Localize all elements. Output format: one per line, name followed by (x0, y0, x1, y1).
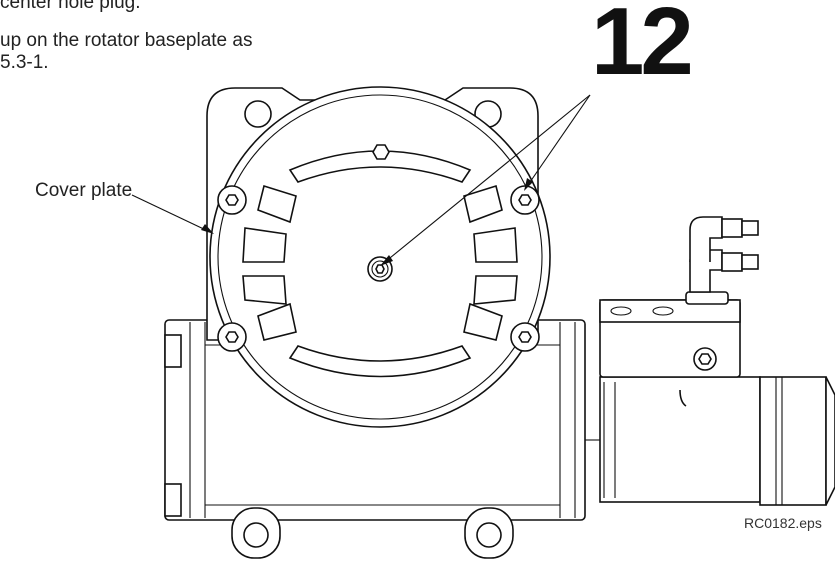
instruction-text-line-3: 5.3-1. (0, 52, 49, 73)
cover-plate (209, 86, 551, 428)
instruction-text-line-1: center hole plug. (0, 0, 141, 13)
hydraulic-manifold (599, 216, 759, 378)
leader-lines (131, 94, 591, 266)
instruction-text-line-2: up on the rotator baseplate as (0, 30, 253, 51)
figure-file-id: RC0182.eps (744, 515, 822, 531)
motor-housing (585, 376, 835, 506)
cover-plate-label: Cover plate (35, 180, 133, 201)
step-number: 12 (591, 0, 694, 95)
